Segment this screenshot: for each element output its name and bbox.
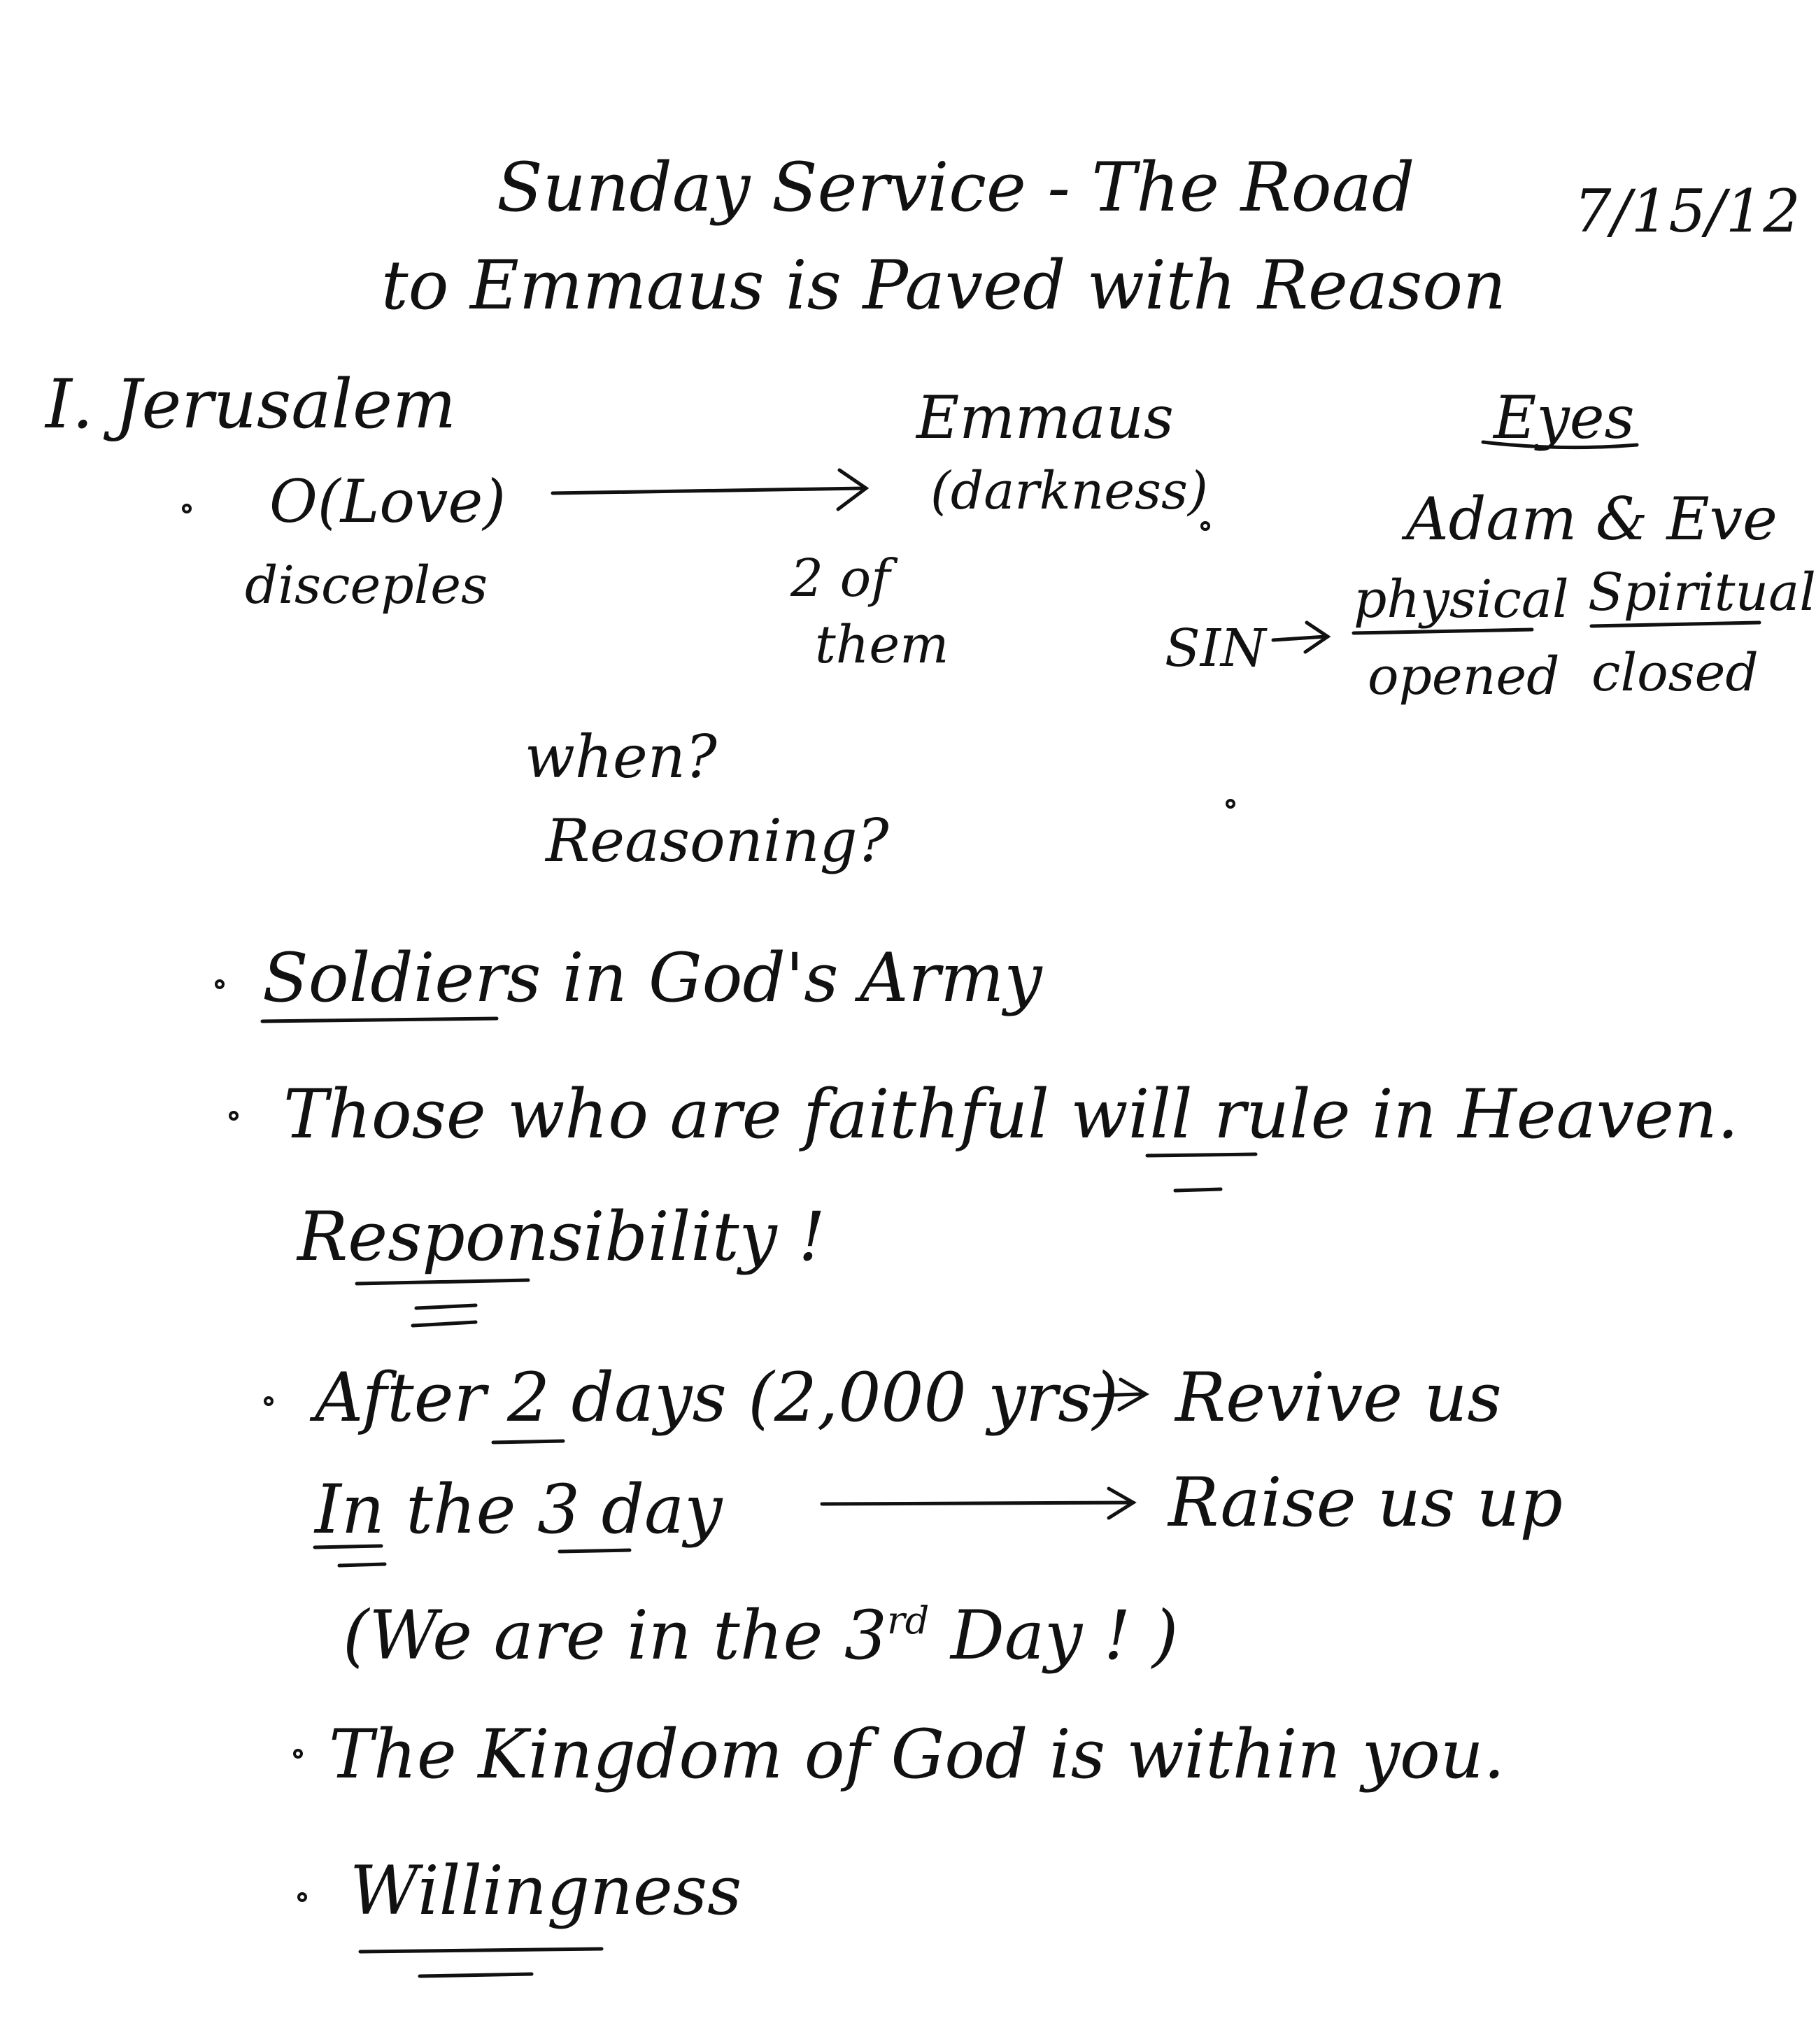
arrow-line [1093, 1392, 1142, 1398]
arrow-head [1107, 1486, 1137, 1520]
spiritual-label: Spiritual [1588, 562, 1816, 623]
underline-in [337, 1562, 387, 1568]
underline-soldiers [260, 1016, 499, 1023]
them-label: them [815, 615, 949, 675]
willingness-bullet: Willingness [350, 1852, 742, 1930]
physical-label: physical [1354, 569, 1569, 630]
darkness-label: (darkness) [930, 461, 1208, 521]
section-heading: I. Jerusalem [45, 365, 457, 443]
underline-three [558, 1548, 632, 1554]
raise-us-up-label: Raise us up [1168, 1463, 1563, 1542]
bullet-dot [1200, 521, 1210, 531]
arrow-line [551, 486, 866, 495]
revive-us-label: Revive us [1175, 1358, 1502, 1437]
soldiers-bullet: Soldiers in God's Army [262, 939, 1042, 1017]
bullet-dot [182, 504, 192, 513]
after-2-days-bullet: After 2 days (2,000 yrs) [315, 1358, 1119, 1437]
disciples-label: disceples [245, 555, 488, 616]
underline-responsibility [414, 1303, 478, 1310]
underline-rule [1145, 1152, 1258, 1158]
third-day-note: (We are in the 3rd Day ! ) [343, 1596, 1179, 1675]
third-day-label: In the 3 day [315, 1470, 723, 1549]
arrow-head [1303, 620, 1331, 654]
eyes-heading: Eyes [1494, 383, 1635, 452]
bullet-dot [264, 1396, 274, 1406]
title-line-2: to Emmaus is Paved with Reason [381, 246, 1506, 325]
bullet-dot [1226, 799, 1235, 809]
bullet-dot [297, 1892, 307, 1902]
date: 7/15/12 [1574, 177, 1801, 246]
underline-responsibility [411, 1320, 478, 1328]
underline-physical [1352, 627, 1534, 635]
kingdom-bullet: The Kingdom of God is within you. [329, 1715, 1505, 1794]
reasoning-label: Reasoning? [546, 807, 889, 875]
underline-responsibility [355, 1278, 530, 1286]
underline-two [491, 1439, 565, 1445]
title-line-1: Sunday Service - The Road [497, 148, 1415, 227]
bullet-dot [229, 1111, 239, 1121]
underline-willingness [358, 1947, 604, 1954]
arrow-head [1117, 1377, 1149, 1412]
bullet-dot [215, 979, 225, 989]
arrow-line [1271, 634, 1328, 642]
underline-rule [1173, 1187, 1223, 1193]
closed-label: closed [1591, 643, 1759, 703]
underline-spiritual [1589, 620, 1761, 628]
underline-willingness [418, 1972, 534, 1978]
arrow-line [820, 1500, 1132, 1506]
bullet-dot [293, 1749, 303, 1759]
responsibility-label: Responsibility ! [297, 1198, 825, 1276]
opened-label: opened [1368, 646, 1560, 707]
faithful-bullet: Those who are faithful will rule in Heav… [283, 1075, 1739, 1154]
sin-label: SIN [1165, 618, 1266, 679]
when-label: when? [525, 723, 717, 791]
arrow-head [836, 468, 870, 511]
emmaus-label: Emmaus [916, 383, 1174, 452]
underline-eyes [1481, 440, 1639, 450]
underline-in [313, 1544, 383, 1549]
love-label: O(Love) [269, 467, 506, 536]
adam-eve-label: Adam & Eve [1406, 485, 1778, 553]
two-of-label: 2 of [790, 548, 891, 609]
